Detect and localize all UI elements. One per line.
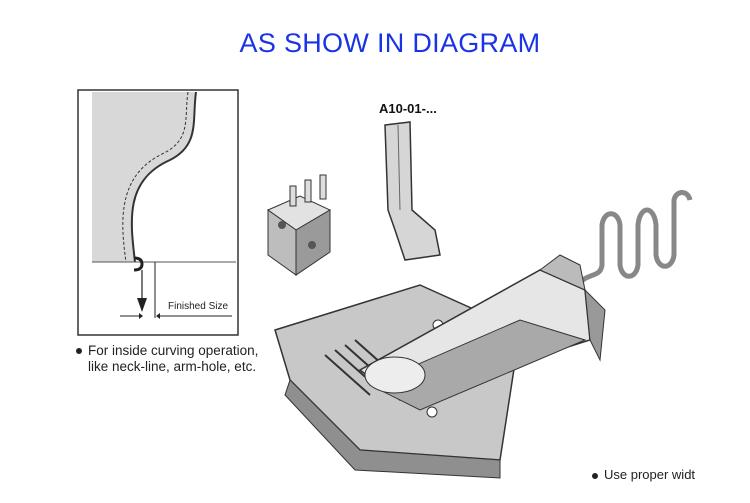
part-number-label: A10-01-... [379,101,437,116]
usage-note-line1: For inside curving operation, [88,343,259,358]
feed-dog-part [266,174,332,276]
finished-size-label: Finished Size [168,301,229,312]
usage-note: For inside curving operation, like neck-… [76,343,258,375]
usage-note-line2: like neck-line, arm-hole, etc. [88,359,257,374]
width-note-text: Use proper widt [604,467,696,482]
diagram-title: AS SHOW IN DIAGRAM [239,28,541,58]
wire-guide [557,190,693,322]
inset-curve-diagram [77,89,239,336]
bullet-icon [76,348,82,355]
width-note: Use proper widt [592,467,695,482]
binder-attachment [274,254,606,479]
bullet-icon [592,472,598,479]
presser-foot-part [384,121,441,261]
